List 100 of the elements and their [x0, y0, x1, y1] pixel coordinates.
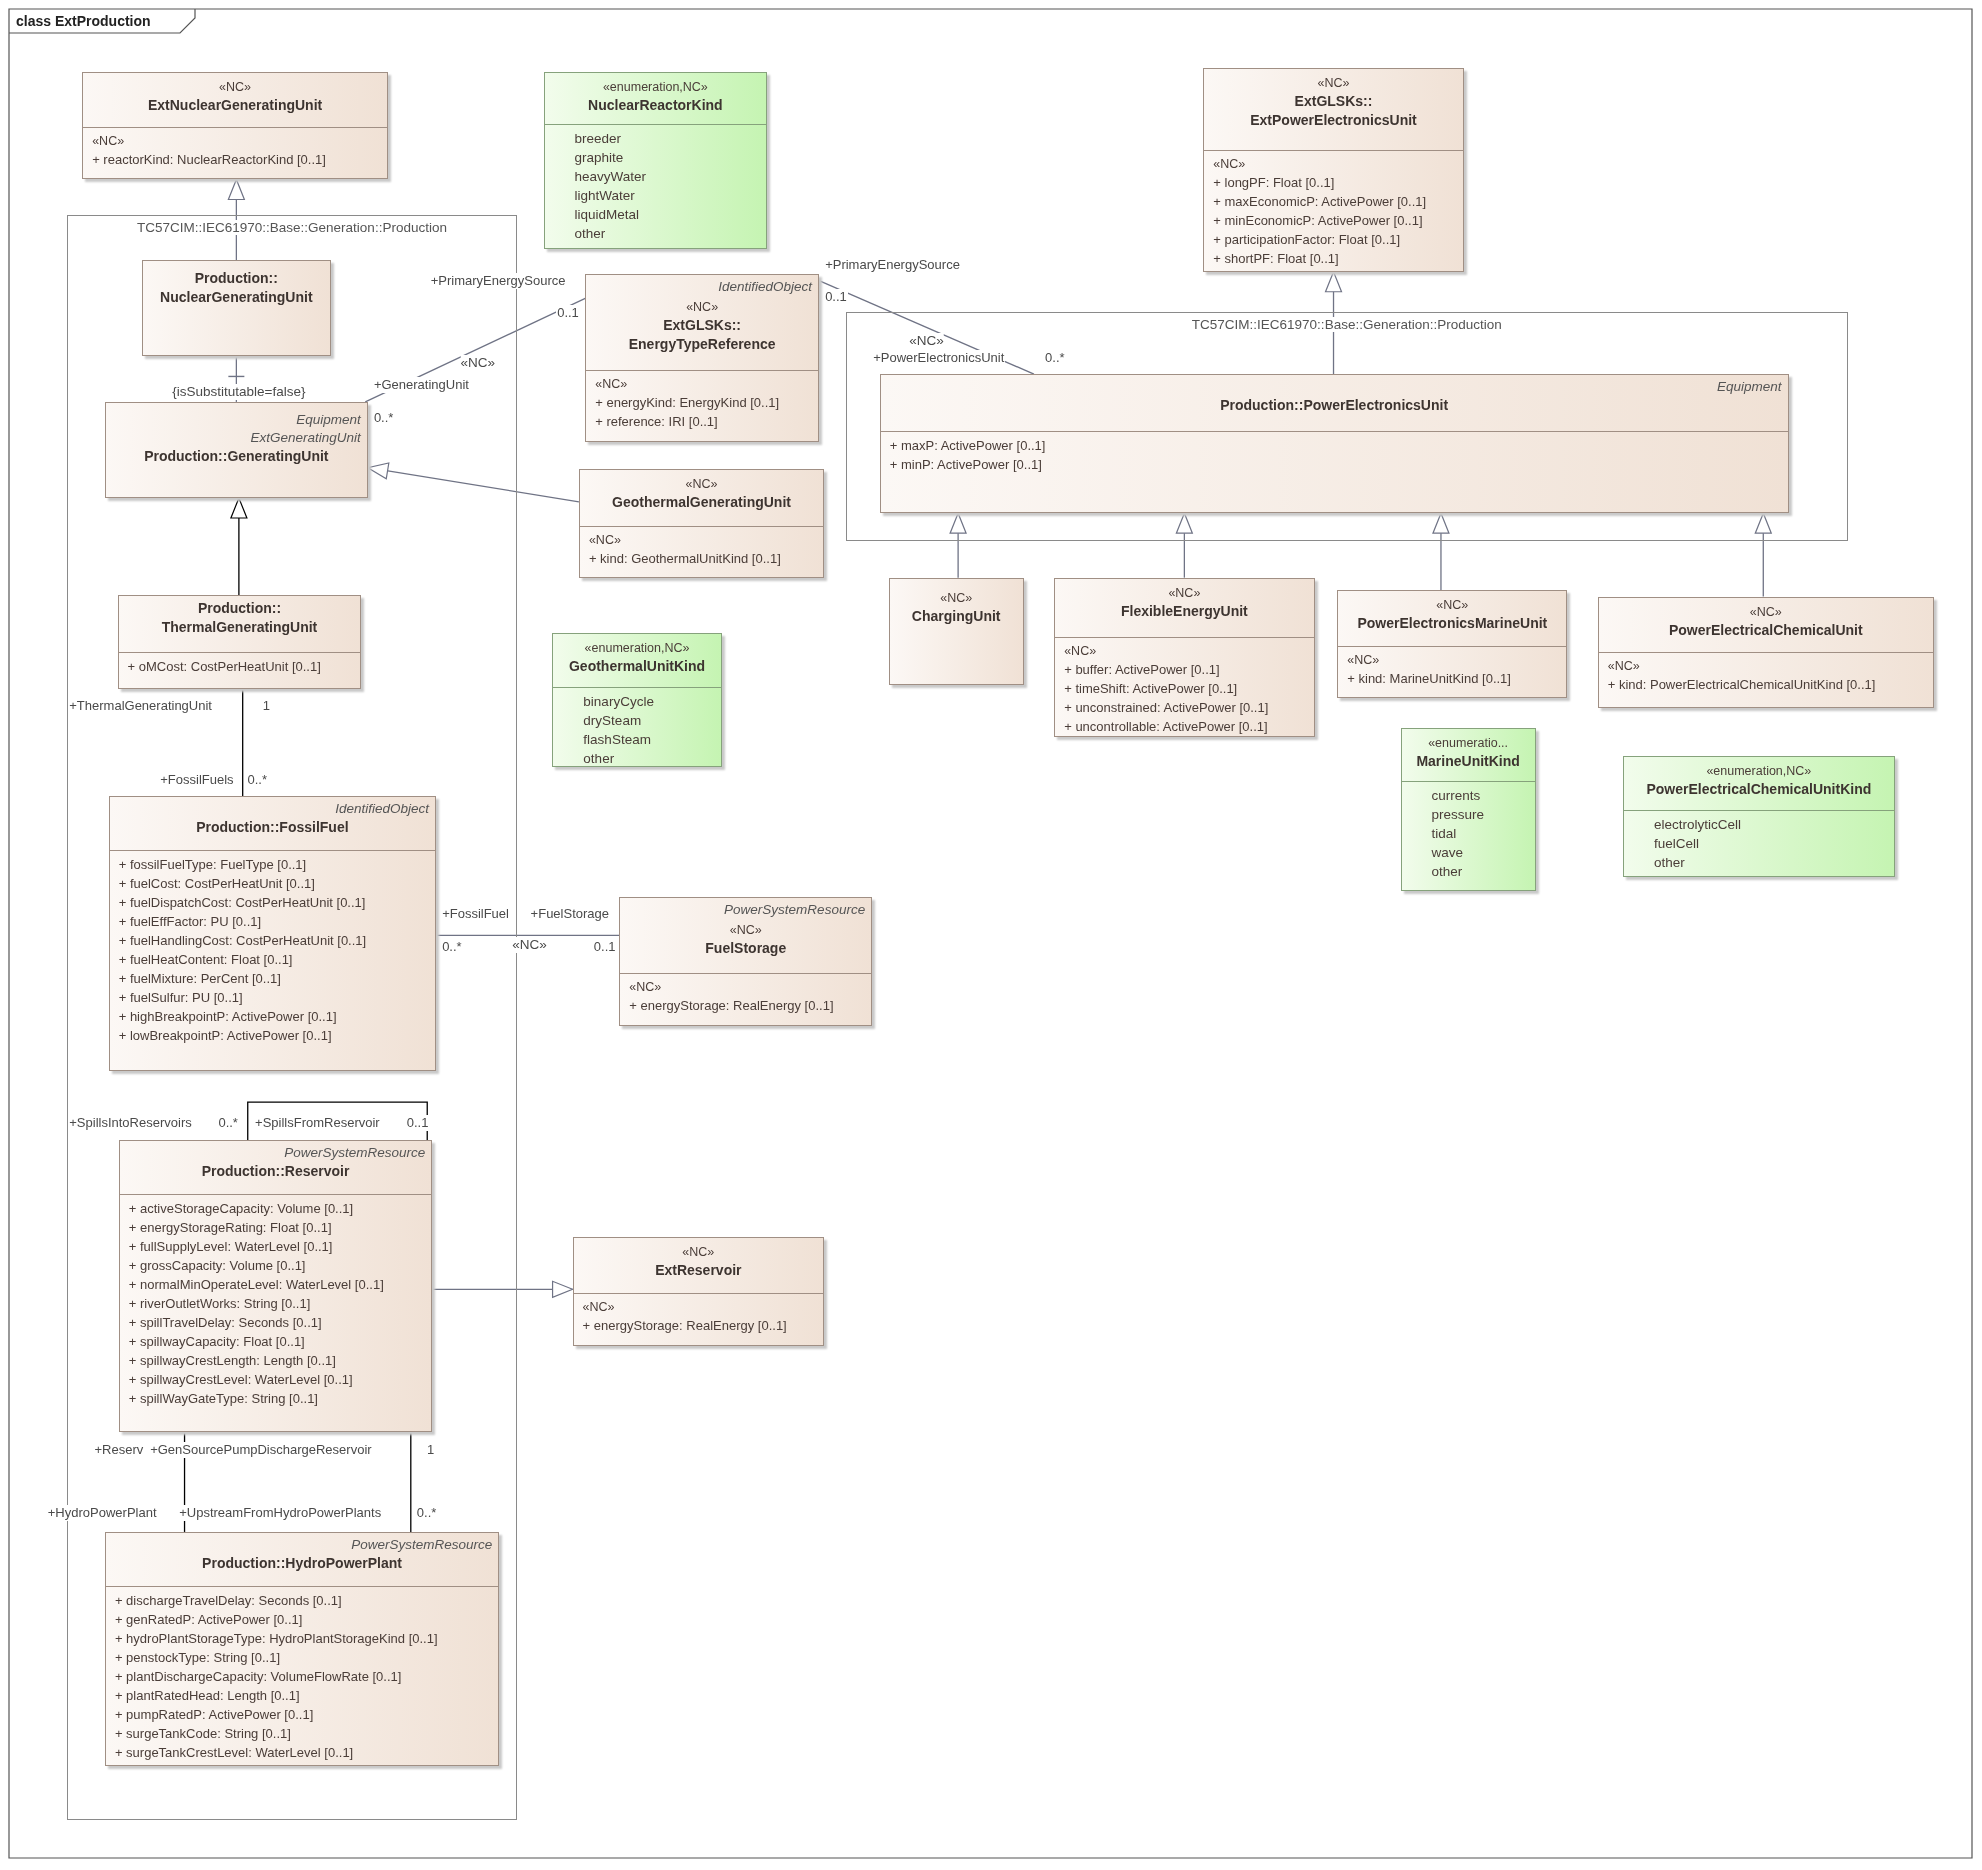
stereotype-label: «NC» — [939, 589, 974, 607]
attribute-text: + fuelEffFactor: PU [0..1] — [118, 913, 263, 932]
role-label: +GenSourcePumpDischargeReservoir — [149, 1442, 373, 1459]
attribute-text: + genRatedP: ActivePower [0..1] — [114, 1611, 304, 1630]
class-name: PowerElectricalChemicalUnitKind — [1645, 779, 1873, 799]
attribute-text: + participationFactor: Float [0..1] — [1213, 231, 1402, 250]
enum-literal: drySteam — [583, 712, 643, 731]
superclass-label: ExtGeneratingUnit — [249, 428, 361, 447]
enum-literal: other — [583, 750, 616, 769]
stereotype-label: «NC» — [681, 1244, 716, 1262]
enum-literal: pressure — [1431, 805, 1486, 824]
enum-literal: binaryCycle — [583, 693, 655, 712]
stereotype-label: «NC» — [1748, 603, 1783, 621]
class-name: Production::FossilFuel — [195, 818, 350, 838]
edge-label: «NC» — [512, 937, 547, 954]
class-box — [108, 796, 437, 1071]
stereotype-label: «enumeration,NC» — [601, 79, 709, 97]
attribute-text: + plantDischargeCapacity: VolumeFlowRate [0..1] — [114, 1668, 403, 1687]
class-name: ExtReservoir — [654, 1261, 743, 1281]
generalization-arrow — [949, 512, 967, 579]
attribute-text: + fuelDispatchCost: CostPerHeatUnit [0..1] — [118, 894, 367, 913]
class-box — [1597, 596, 1934, 708]
association-line — [242, 688, 244, 797]
stereotype-label: «NC» — [1316, 75, 1351, 93]
class-name: ExtNuclearGeneratingUnit — [146, 96, 324, 116]
association-line — [435, 934, 620, 936]
attribute-text: + pumpRatedP: ActivePower [0..1] — [114, 1706, 315, 1725]
role-label: +GeneratingUnit — [372, 376, 470, 393]
role-label: +HydroPowerPlant — [46, 1505, 158, 1522]
class-box — [82, 72, 389, 180]
generalization-arrow — [367, 462, 580, 503]
enumeration-box — [552, 633, 722, 768]
attribute-text: + kind: GeothermalUnitKind [0..1] — [588, 549, 782, 568]
enum-literal: heavyWater — [574, 167, 648, 186]
class-box — [1054, 577, 1315, 737]
class-name: GeothermalUnitKind — [568, 657, 707, 677]
class-box — [619, 897, 873, 1027]
attribute-text: + energyStorageRating: Float [0..1] — [128, 1219, 333, 1238]
stereotype-label: «NC» — [684, 475, 719, 493]
attribute-text: + uncontrollable: ActivePower [0..1] — [1064, 717, 1269, 736]
attribute-text: + unconstrained: ActivePower [0..1] — [1064, 698, 1270, 717]
generalization-arrow — [230, 497, 248, 596]
class-box — [1337, 590, 1568, 698]
class-name: FuelStorage — [704, 939, 788, 959]
superclass-label: IdentifiedObject — [717, 278, 813, 297]
enum-literal: electrolyticCell — [1653, 815, 1742, 834]
attribute-text: + highBreakpointP: ActivePower [0..1] — [118, 1008, 338, 1027]
stereotype-label: «NC» — [1435, 597, 1470, 615]
role-label: +FuelStorage — [529, 906, 611, 923]
class-name: Production::HydroPowerPlant — [201, 1553, 403, 1573]
stereotype-label: «NC» — [595, 376, 629, 394]
stereotype-label: «NC» — [1064, 642, 1098, 660]
class-box — [578, 468, 825, 578]
class-box — [888, 577, 1024, 686]
stereotype-label: «NC» — [92, 133, 126, 151]
attribute-text: + reactorKind: NuclearReactorKind [0..1] — [92, 151, 327, 170]
class-name: ExtGLSKs:: ExtPowerElectronicsUnit — [1249, 92, 1418, 131]
association-line — [410, 1431, 412, 1533]
superclass-label: Equipment — [1716, 378, 1782, 397]
enum-literal: lightWater — [574, 186, 636, 205]
superclass-label: IdentifiedObject — [334, 800, 430, 819]
attribute-text: + fuelCost: CostPerHeatUnit [0..1] — [118, 875, 316, 894]
stereotype-label: «NC» — [1167, 584, 1202, 602]
enumeration-box — [543, 72, 768, 249]
class-box — [572, 1237, 825, 1347]
stereotype-label: «NC» — [218, 79, 253, 97]
enum-literal: graphite — [574, 148, 625, 167]
class-name: ChargingUnit — [910, 606, 1002, 626]
attribute-text: + energyStorage: RealEnergy [0..1] — [629, 997, 835, 1015]
enum-literal: breeder — [574, 129, 623, 148]
attribute-text: + normalMinOperateLevel: WaterLevel [0..1] — [128, 1276, 385, 1295]
package-name: TC57CIM::IEC61970::Base::Generation::Production — [1189, 317, 1504, 333]
enum-literal: fuelCell — [1653, 834, 1700, 853]
diagram-title: class ExtProduction — [16, 13, 151, 29]
enum-literal: liquidMetal — [574, 205, 641, 224]
class-box — [118, 1140, 433, 1433]
stereotype-label: «NC» — [1607, 657, 1641, 675]
class-name: FlexibleEnergyUnit — [1119, 601, 1249, 621]
class-name: Production::Reservoir — [200, 1162, 351, 1182]
attribute-text: + fullSupplyLevel: WaterLevel [0..1] — [128, 1238, 334, 1257]
superclass-label: Equipment — [295, 410, 361, 429]
attribute-text: + minP: ActivePower [0..1] — [889, 455, 1043, 474]
stereotype-label: «enumeration,NC» — [583, 640, 691, 658]
attribute-text: + surgeTankCode: String [0..1] — [114, 1725, 292, 1744]
generalization-arrow — [1175, 512, 1193, 579]
class-box — [585, 274, 820, 443]
package-name: TC57CIM::IEC61970::Base::Generation::Production — [135, 219, 449, 235]
stereotype-label: «NC» — [582, 1298, 616, 1316]
attribute-text: + riverOutletWorks: String [0..1] — [128, 1295, 312, 1314]
attribute-text: + maxP: ActivePower [0..1] — [889, 436, 1047, 455]
attribute-text: + spillwayCrestLength: Length [0..1] — [128, 1352, 337, 1371]
attribute-text: + minEconomicP: ActivePower [0..1] — [1213, 212, 1424, 231]
attribute-text: + activeStorageCapacity: Volume [0..1] — [128, 1200, 355, 1219]
attribute-text: + surgeTankCrestLevel: WaterLevel [0..1] — [114, 1744, 355, 1763]
class-name: Production:: ThermalGeneratingUnit — [160, 599, 319, 638]
stereotype-label: «NC» — [728, 922, 763, 940]
enum-literal: other — [1431, 862, 1464, 881]
multiplicity-label: 0..1 — [405, 1114, 430, 1131]
superclass-label: PowerSystemResource — [350, 1535, 493, 1554]
class-name: NuclearReactorKind — [587, 96, 724, 116]
